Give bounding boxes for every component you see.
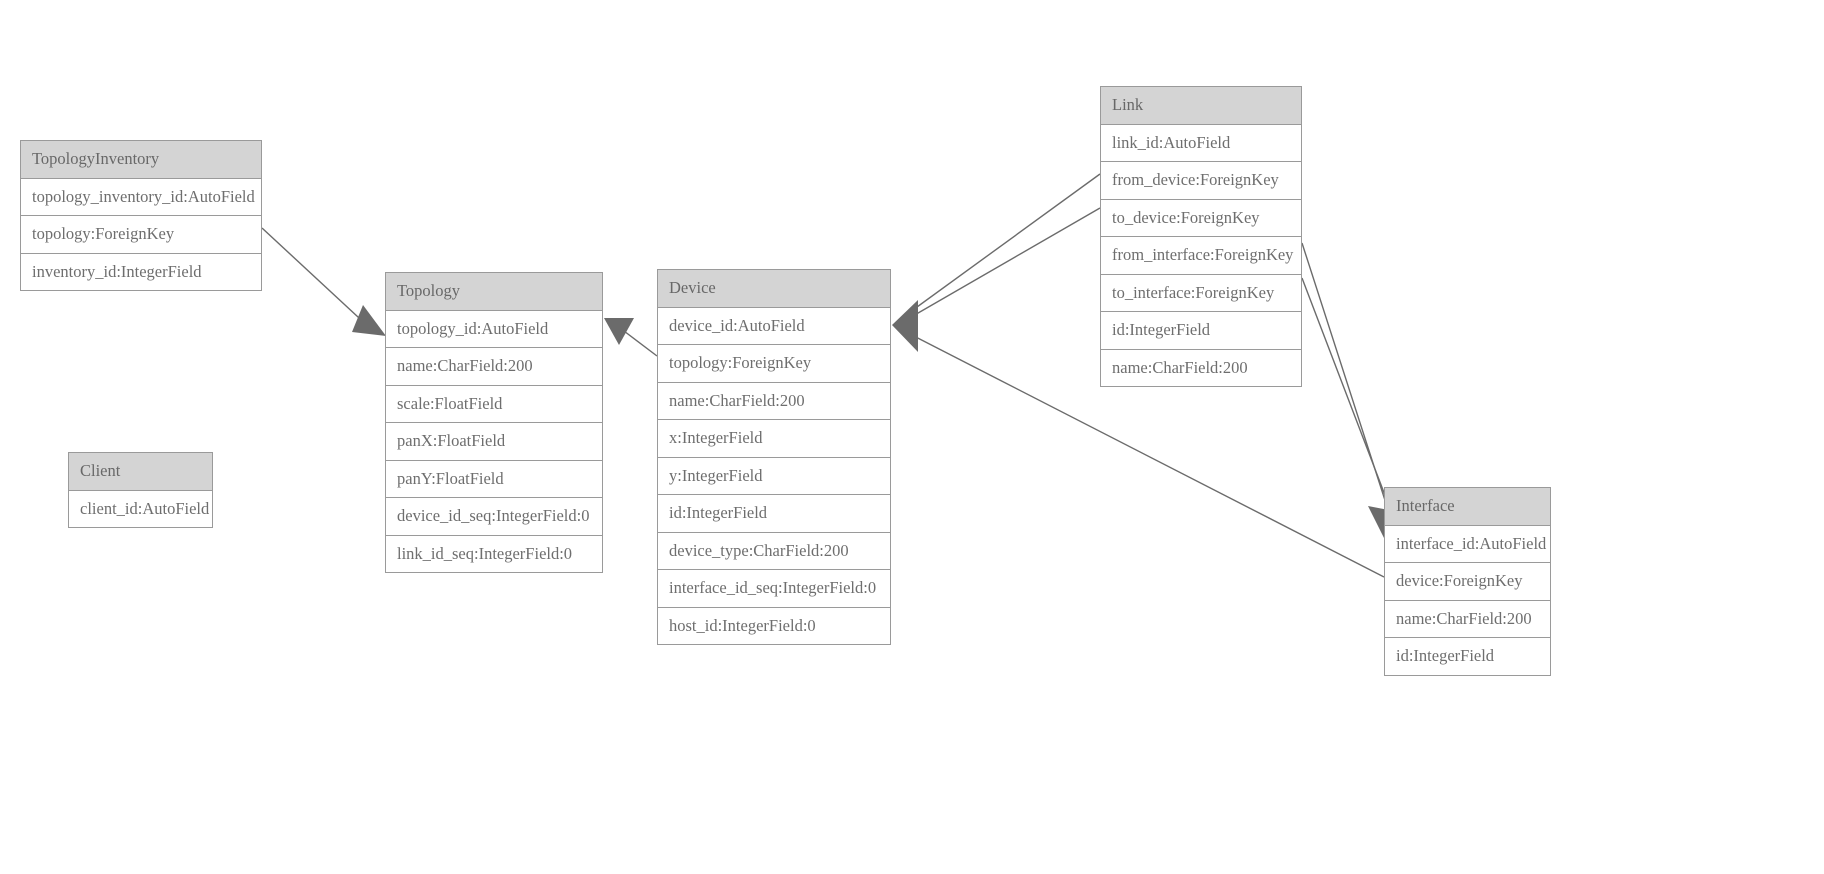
entity-field[interactable]: id:IntegerField xyxy=(1101,312,1301,350)
entity-field[interactable]: device_type:CharField:200 xyxy=(658,532,890,570)
entity-field[interactable]: name:CharField:200 xyxy=(1385,600,1550,638)
entity-field-list: device_id:AutoField topology:ForeignKey … xyxy=(658,307,890,644)
entity-title-interface: Interface xyxy=(1385,488,1550,526)
relationship-topologyinventory-topology xyxy=(261,227,386,336)
entity-field[interactable]: scale:FloatField xyxy=(386,385,602,423)
entity-title-link: Link xyxy=(1101,87,1301,125)
relationship-link-to-interface xyxy=(1301,277,1397,525)
entity-title-device: Device xyxy=(658,270,890,308)
entity-field[interactable]: inventory_id:IntegerField xyxy=(21,253,261,290)
entity-field[interactable]: host_id:IntegerField:0 xyxy=(658,607,890,644)
arrowhead-device-incoming xyxy=(892,300,918,352)
entity-field[interactable]: link_id_seq:IntegerField:0 xyxy=(386,535,602,572)
relationship-device-topology xyxy=(604,318,658,357)
relationship-link-to-device xyxy=(905,207,1101,321)
entity-field[interactable]: topology:ForeignKey xyxy=(21,216,261,254)
entity-interface[interactable]: Interface interface_id:AutoField device:… xyxy=(1384,487,1551,676)
entity-field[interactable]: name:CharField:200 xyxy=(386,348,602,386)
entity-field[interactable]: link_id:AutoField xyxy=(1101,124,1301,162)
entity-field[interactable]: id:IntegerField xyxy=(658,495,890,533)
entity-client[interactable]: Client client_id:AutoField xyxy=(68,452,213,528)
entity-field[interactable]: panX:FloatField xyxy=(386,423,602,461)
entity-field-list: interface_id:AutoField device:ForeignKey… xyxy=(1385,525,1550,675)
entity-field[interactable]: y:IntegerField xyxy=(658,457,890,495)
entity-field-list: topology_id:AutoField name:CharField:200… xyxy=(386,310,602,572)
entity-device[interactable]: Device device_id:AutoField topology:Fore… xyxy=(657,269,891,645)
entity-field[interactable]: topology:ForeignKey xyxy=(658,345,890,383)
entity-field[interactable]: device_id:AutoField xyxy=(658,307,890,345)
entity-field[interactable]: to_device:ForeignKey xyxy=(1101,199,1301,237)
relationship-link-from-interface xyxy=(1301,242,1393,523)
entity-title-topologyinventory: TopologyInventory xyxy=(21,141,261,179)
entity-field[interactable]: name:CharField:200 xyxy=(658,382,890,420)
entity-title-topology: Topology xyxy=(386,273,602,311)
entity-field[interactable]: id:IntegerField xyxy=(1385,638,1550,675)
entity-field-list: topology_inventory_id:AutoField topology… xyxy=(21,178,261,290)
entity-field-list: client_id:AutoField xyxy=(69,490,212,527)
entity-topology[interactable]: Topology topology_id:AutoField name:Char… xyxy=(385,272,603,573)
entity-field[interactable]: x:IntegerField xyxy=(658,420,890,458)
entity-field[interactable]: topology_inventory_id:AutoField xyxy=(21,178,261,216)
entity-field[interactable]: topology_id:AutoField xyxy=(386,310,602,348)
entity-field[interactable]: from_interface:ForeignKey xyxy=(1101,237,1301,275)
entity-field[interactable]: device_id_seq:IntegerField:0 xyxy=(386,498,602,536)
entity-field[interactable]: client_id:AutoField xyxy=(69,490,212,527)
entity-field[interactable]: panY:FloatField xyxy=(386,460,602,498)
entity-field[interactable]: interface_id:AutoField xyxy=(1385,525,1550,563)
entity-link[interactable]: Link link_id:AutoField from_device:Forei… xyxy=(1100,86,1302,387)
entity-field[interactable]: device:ForeignKey xyxy=(1385,563,1550,601)
entity-field[interactable]: from_device:ForeignKey xyxy=(1101,162,1301,200)
entity-field[interactable]: interface_id_seq:IntegerField:0 xyxy=(658,570,890,608)
relationship-link-from-device xyxy=(905,173,1101,316)
entity-field-list: link_id:AutoField from_device:ForeignKey… xyxy=(1101,124,1301,386)
entity-field[interactable]: to_interface:ForeignKey xyxy=(1101,274,1301,312)
entity-topologyinventory[interactable]: TopologyInventory topology_inventory_id:… xyxy=(20,140,262,291)
entity-field[interactable]: name:CharField:200 xyxy=(1101,349,1301,386)
entity-title-client: Client xyxy=(69,453,212,491)
